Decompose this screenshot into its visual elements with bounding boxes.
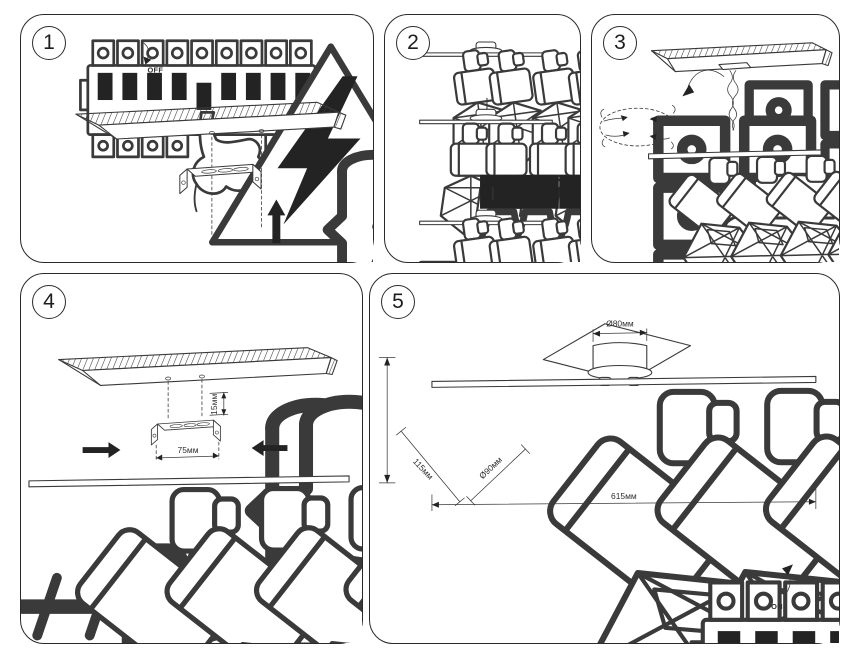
step-2-panel: 2	[384, 14, 581, 263]
arrow-down-icon	[143, 56, 152, 65]
canopy	[587, 342, 653, 386]
arrow-curve	[687, 69, 725, 87]
step-number-badge: 4	[32, 285, 66, 319]
head-length-dimension: 115мм	[396, 426, 465, 506]
step-number-badge: 3	[603, 26, 637, 60]
fixture-stage-1	[419, 41, 580, 171]
ceiling-plank	[58, 347, 338, 386]
arrow-down-icon	[488, 186, 497, 208]
height-reference-line	[378, 357, 396, 484]
step-number: 1	[43, 31, 55, 54]
twisted-wires	[727, 70, 739, 131]
step-3-panel: 3	[591, 14, 840, 263]
canopy-dimension: Ø80мм	[592, 319, 648, 343]
step-1-drawing: OFF	[75, 40, 373, 262]
power-on-label: ON	[771, 602, 783, 611]
step-number-badge: 5	[381, 285, 415, 319]
step-3-drawing	[599, 42, 839, 262]
step-number: 5	[392, 290, 404, 313]
step-number-badge: 2	[396, 26, 430, 60]
mounting-bracket	[718, 62, 752, 71]
fixture-length-label: 615мм	[611, 491, 637, 501]
width-dimension: 75мм	[155, 441, 220, 462]
step-number-badge: 1	[32, 26, 66, 60]
canopy-diameter-label: Ø80мм	[606, 319, 634, 329]
fixture-bar	[28, 475, 350, 488]
arrow-curve	[783, 571, 791, 597]
step-number: 4	[43, 290, 55, 313]
step-5-drawing: Ø80мм	[378, 319, 839, 643]
bracket-height-label: 15мм	[209, 394, 219, 415]
step-1-panel: OFF	[20, 14, 374, 263]
step-4-panel: 15мм 75мм	[20, 273, 363, 644]
fixture-bar	[647, 149, 822, 160]
fixture-stage-2	[419, 108, 580, 241]
arrow-up-icon	[782, 564, 793, 576]
length-dimension: 615мм	[431, 488, 817, 512]
arrow-right-icon	[82, 442, 121, 459]
mounting-bracket	[179, 163, 262, 195]
step-number: 3	[614, 31, 626, 54]
step-4-drawing: 15мм 75мм	[21, 347, 362, 643]
ceiling-plank	[75, 101, 347, 140]
bracket-width-label: 75мм	[178, 445, 199, 455]
shade-diameter-dimension: Ø90мм	[466, 444, 530, 506]
ceiling-plank	[650, 42, 833, 73]
mounting-bracket	[150, 419, 221, 446]
arrow-up-icon	[267, 199, 286, 244]
fixture-bar	[431, 375, 817, 388]
power-off-label: OFF	[147, 66, 163, 75]
height-dimension: 15мм	[209, 392, 229, 416]
fixture-stage-3	[419, 209, 580, 262]
head-length-label: 115мм	[411, 456, 436, 481]
arrow-left-icon	[251, 440, 288, 457]
step-2-drawing	[419, 41, 580, 262]
shade-diameter-label: Ø90мм	[477, 455, 504, 481]
circuit-breaker-icon	[691, 581, 839, 643]
step-5-panel: Ø80мм	[369, 273, 840, 644]
arrow-head-icon	[682, 84, 695, 97]
arrow-curve	[143, 42, 150, 60]
step-number: 2	[407, 31, 419, 54]
wiring-detail-magnifier	[599, 104, 812, 262]
